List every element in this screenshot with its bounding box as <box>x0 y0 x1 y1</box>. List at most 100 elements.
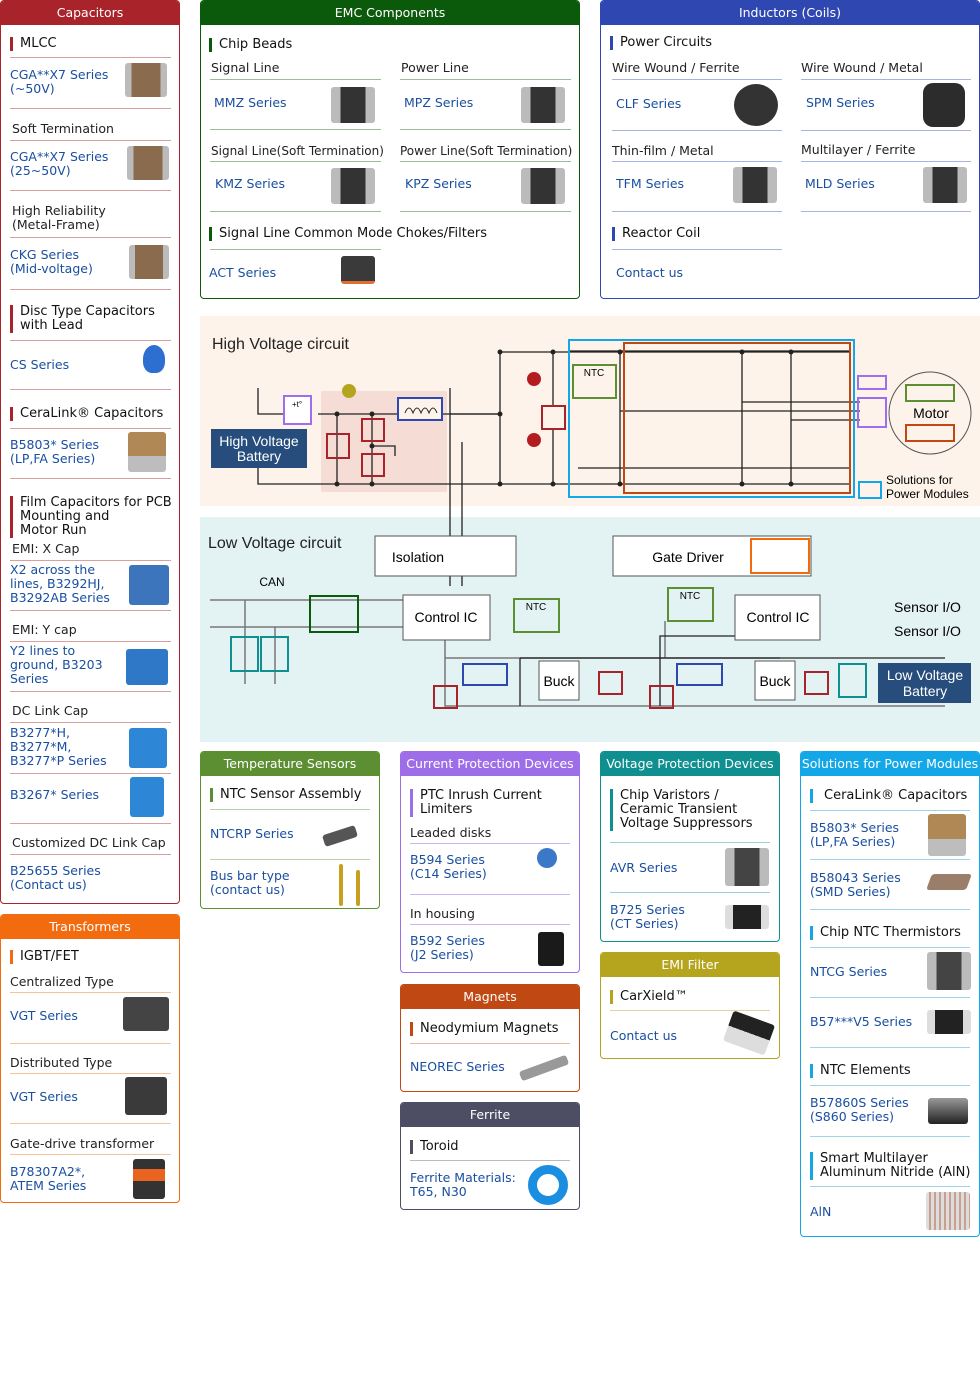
divider <box>10 289 171 290</box>
control-ic-label: Control IC <box>414 609 477 625</box>
link-b5803-series[interactable]: B5803* Series(LP,FA Series) <box>10 437 100 466</box>
divider <box>10 190 171 191</box>
ceralink-image <box>128 432 166 472</box>
link-clf-series[interactable]: CLF Series <box>616 96 682 111</box>
link-neorec-series[interactable]: NEOREC Series <box>410 1059 505 1074</box>
emc-header: EMC Components <box>201 1 579 25</box>
temperature-header: Temperature Sensors <box>201 752 379 776</box>
link-ckg-series[interactable]: CKG Series(Mid-voltage) <box>10 247 93 276</box>
busbar-sensor-image <box>339 864 343 906</box>
transformer-image <box>133 1159 165 1199</box>
divider <box>10 57 171 58</box>
link-ntcg-series[interactable]: NTCG Series <box>810 964 888 979</box>
svg-text:NTC: NTC <box>680 591 701 602</box>
link-b57-v5-series[interactable]: B57***V5 Series <box>810 1014 913 1029</box>
divider <box>801 79 971 80</box>
varistor-chip-image <box>725 848 769 886</box>
link-kpz-series[interactable]: KPZ Series <box>405 176 472 191</box>
link-b58043-series[interactable]: B58043 Series(SMD Series) <box>810 870 901 899</box>
mlcc-image <box>125 63 167 97</box>
divider <box>400 129 571 130</box>
section-chip-ntc: Chip NTC Thermistors <box>810 926 961 940</box>
aln-image <box>926 1192 970 1230</box>
label-wire-wound-ferrite: Wire Wound / Ferrite <box>612 60 740 75</box>
divider <box>10 610 171 611</box>
inductor-marker <box>397 397 443 421</box>
link-spm-series[interactable]: SPM Series <box>806 95 875 110</box>
divider <box>400 211 571 212</box>
link-b592-series[interactable]: B592 Series(J2 Series) <box>410 933 485 962</box>
link-tfm-series[interactable]: TFM Series <box>616 176 685 191</box>
link-b594-series[interactable]: B594 Series(C14 Series) <box>410 852 487 881</box>
ferrite-header: Ferrite <box>401 1103 579 1127</box>
ntc-chip-image <box>927 952 971 990</box>
divider <box>610 892 770 893</box>
inductor-chip-image <box>733 167 777 203</box>
divider <box>410 1160 570 1161</box>
power-module-outline <box>568 339 855 498</box>
label-gate-drive: Gate-drive transformer <box>10 1136 155 1151</box>
divider <box>10 478 171 479</box>
label-wire-wound-metal: Wire Wound / Metal <box>801 60 923 75</box>
inductor-image <box>734 84 778 126</box>
link-vgt-centralized[interactable]: VGT Series <box>10 1008 78 1023</box>
divider <box>810 1136 970 1137</box>
link-ferrite-materials[interactable]: Ferrite Materials:T65, N30 <box>410 1170 516 1199</box>
label-y-cap: EMI: Y cap <box>12 622 77 637</box>
link-kmz-series[interactable]: KMZ Series <box>215 176 285 191</box>
link-act-series[interactable]: ACT Series <box>209 265 277 280</box>
link-mld-series[interactable]: MLD Series <box>805 176 875 191</box>
link-aln[interactable]: AlN <box>810 1204 832 1219</box>
link-mpz-series[interactable]: MPZ Series <box>404 95 474 110</box>
link-b78307a2[interactable]: B78307A2*,ATEM Series <box>10 1164 87 1193</box>
ntc-chip-image <box>927 1010 971 1034</box>
section-ntc-sensor: NTC Sensor Assembly <box>210 788 361 802</box>
divider <box>810 859 970 860</box>
link-b3277-series[interactable]: B3277*H,B3277*M,B3277*P Series <box>10 725 107 768</box>
ptc-marker <box>283 395 312 425</box>
label-high-reliability: High Reliability(Metal-Frame) <box>12 203 106 232</box>
link-ntcrp-series[interactable]: NTCRP Series <box>210 826 294 841</box>
section-power-circuits: Power Circuits <box>610 36 712 50</box>
link-reactor-contact[interactable]: Contact us <box>616 265 684 280</box>
link-emi-contact[interactable]: Contact us <box>610 1028 678 1043</box>
buck-label: Buck <box>543 673 575 689</box>
choke-image <box>341 256 375 284</box>
link-b25655-series[interactable]: B25655 Series(Contact us) <box>10 863 101 892</box>
inductors-panel: Inductors (Coils) Power Circuits Wire Wo… <box>600 0 980 299</box>
link-cs-series[interactable]: CS Series <box>10 357 70 372</box>
gate-driver-box <box>612 535 812 577</box>
divider <box>10 1154 171 1155</box>
legend-label: Solutions for <box>886 473 953 487</box>
ptc-disk-image <box>537 848 557 868</box>
link-mmz-series[interactable]: MMZ Series <box>214 95 287 110</box>
link-cga-x7-25-50v[interactable]: CGA**X7 Series(25~50V) <box>10 149 109 178</box>
mlcc-image <box>127 146 169 180</box>
link-vgt-distributed[interactable]: VGT Series <box>10 1089 78 1104</box>
transformers-panel: Transformers IGBT/FET Centralized Type V… <box>0 914 180 1203</box>
film-capacitor-image <box>129 728 167 768</box>
link-cga-x7-50v[interactable]: CGA**X7 Series(~50V) <box>10 67 109 96</box>
ntc-marker <box>667 587 714 622</box>
emi-filter-panel: EMI Filter CarXield™ Contact us <box>600 952 780 1059</box>
link-b725-series[interactable]: B725 Series(CT Series) <box>610 902 685 931</box>
hv-battery-label: High Voltage <box>219 433 299 449</box>
link-b3267-series[interactable]: B3267* Series <box>10 787 100 802</box>
buck-label: Buck <box>759 673 791 689</box>
link-b57860s-series[interactable]: B57860S Series(S860 Series) <box>810 1095 909 1124</box>
section-common-mode-chokes: Signal Line Common Mode Chokes/Filters <box>209 227 487 241</box>
divider <box>10 641 171 642</box>
link-bus-bar-type[interactable]: Bus bar type(contact us) <box>210 868 290 897</box>
magnet-marker <box>905 424 955 442</box>
label-power-soft: Power Line(Soft Termination) <box>400 144 573 158</box>
film-capacitor-image <box>129 565 169 605</box>
voltage-protection-header: Voltage Protection Devices <box>601 752 779 776</box>
ntc-element-image <box>928 1098 968 1124</box>
link-avr-series[interactable]: AVR Series <box>610 860 678 875</box>
section-igbt-fet: IGBT/FET <box>10 950 79 964</box>
link-b5803-series[interactable]: B5803* Series(LP,FA Series) <box>810 820 900 849</box>
